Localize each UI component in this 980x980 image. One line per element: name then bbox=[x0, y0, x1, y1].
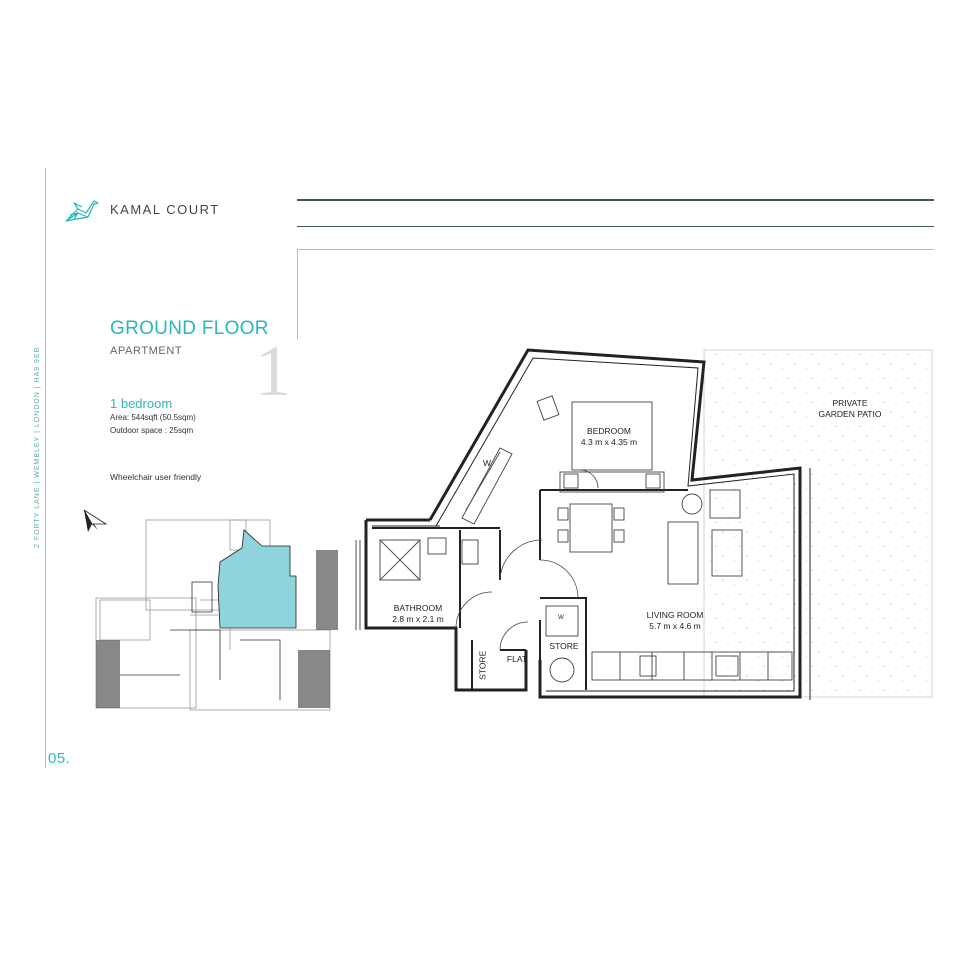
apartment-type: APARTMENT bbox=[110, 345, 183, 357]
bathroom-label: BATHROOM 2.8 m x 2.1 m bbox=[380, 603, 456, 624]
address-vertical: 2 FORTY LANE | WEMBLEY | LONDON | HA9 9E… bbox=[34, 346, 41, 548]
bathroom-name: BATHROOM bbox=[393, 603, 443, 613]
north-arrow-icon bbox=[83, 509, 108, 532]
garden-label: PRIVATE GARDEN PATIO bbox=[800, 398, 900, 419]
brand-name: KAMAL COURT bbox=[110, 202, 220, 217]
header-rule-thin bbox=[297, 226, 934, 227]
living-room-size: 5.7 m x 4.6 m bbox=[649, 620, 701, 631]
bedroom-name: BEDROOM bbox=[587, 426, 631, 436]
flat-entrance-label: FLAT bbox=[506, 654, 528, 664]
washer-label: W bbox=[558, 615, 564, 621]
header-rule-accent bbox=[297, 249, 934, 250]
outdoor-space-text: Outdoor space : 25sqm bbox=[110, 426, 194, 435]
living-room-label: LIVING ROOM 5.7 m x 4.6 m bbox=[630, 610, 720, 631]
accessibility-text: Wheelchair user friendly bbox=[110, 472, 202, 482]
living-room-name: LIVING ROOM bbox=[646, 610, 704, 620]
key-plan-highlight bbox=[217, 529, 297, 629]
page-number: 05. bbox=[48, 750, 71, 767]
bedroom-size: 4.3 m x 4.35 m bbox=[580, 436, 638, 447]
wardrobe-label: W bbox=[482, 458, 492, 468]
floor-title: GROUND FLOOR bbox=[110, 318, 269, 339]
garden-label-line1: PRIVATE bbox=[832, 398, 868, 408]
bedroom-label: BEDROOM 4.3 m x 4.35 m bbox=[574, 426, 644, 447]
store-label-1: STORE bbox=[477, 650, 488, 680]
bird-logo-icon bbox=[65, 200, 99, 222]
header-rule-dark bbox=[297, 199, 934, 201]
garden-label-line2: GARDEN PATIO bbox=[818, 408, 882, 419]
bathroom-size: 2.8 m x 2.1 m bbox=[392, 613, 444, 624]
garden-patio bbox=[703, 349, 933, 698]
store-label-2: STORE bbox=[549, 641, 579, 651]
key-plan bbox=[83, 509, 338, 711]
floor-plan bbox=[355, 348, 933, 700]
apartment-number: 1 bbox=[255, 331, 291, 411]
area-text: Area: 544sqft (50.5sqm) bbox=[110, 413, 196, 422]
bedroom-count: 1 bedroom bbox=[110, 396, 173, 411]
frame-accent-vertical bbox=[297, 249, 298, 339]
sidebar-rule bbox=[45, 168, 46, 768]
